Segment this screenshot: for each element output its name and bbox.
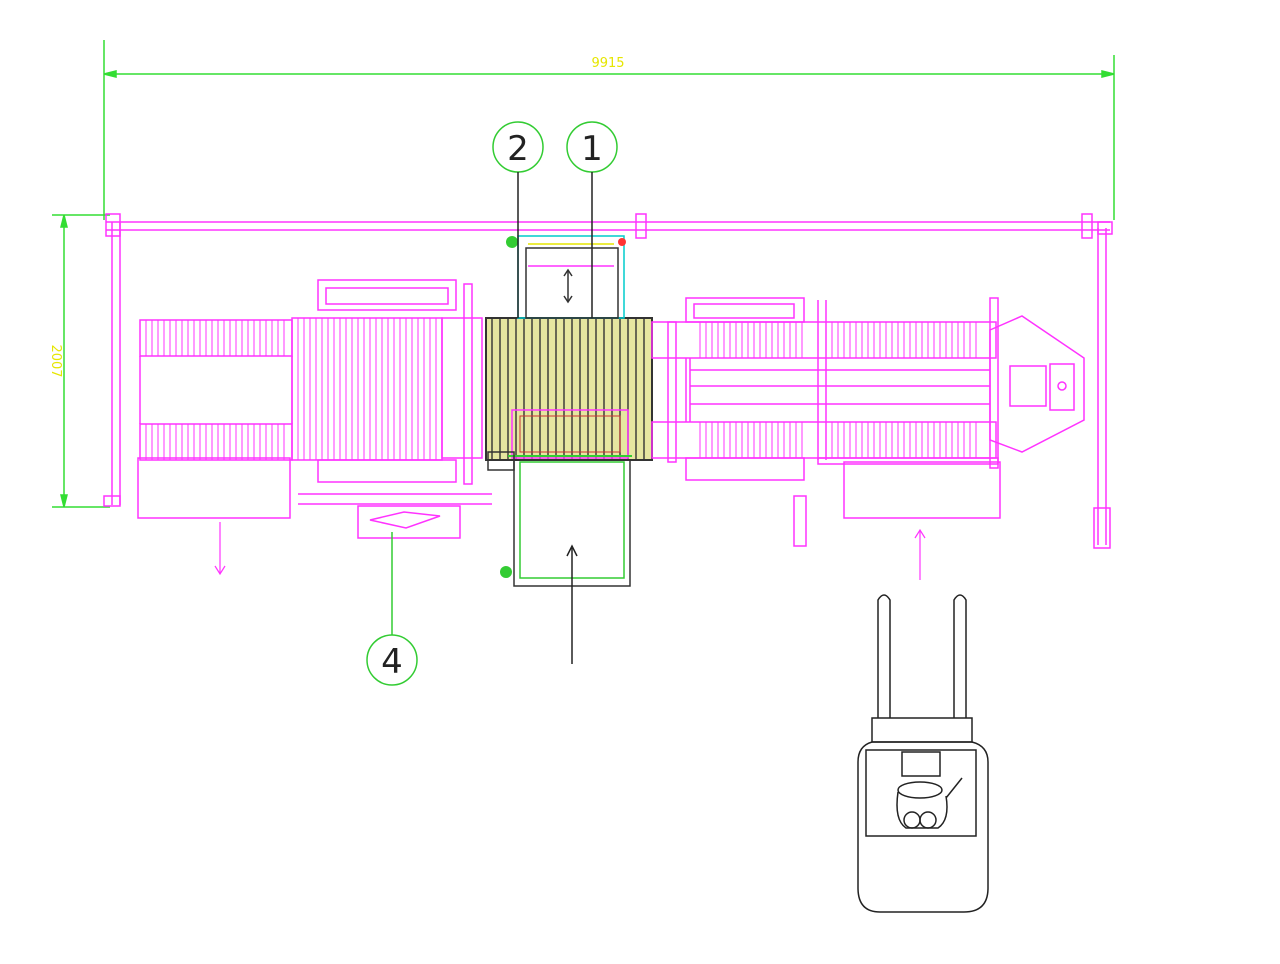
left-conveyor-rollers-top xyxy=(145,320,285,356)
lift-frame-inner xyxy=(519,415,621,453)
lift-frame-outline xyxy=(511,409,629,459)
right-conveyor-frame xyxy=(651,297,1085,519)
callout-4-label: 4 xyxy=(381,642,403,682)
safety-fence xyxy=(103,213,1113,549)
width-dimension xyxy=(52,214,110,508)
right-conveyor-rollers-bottom xyxy=(699,422,977,458)
forklift xyxy=(857,594,989,913)
green-sensor-top xyxy=(506,236,518,248)
callout-1-label: 1 xyxy=(581,129,603,169)
left-transfer-rollers xyxy=(297,318,437,460)
pusher-2 xyxy=(517,235,625,319)
right-conveyor-rollers-top xyxy=(699,322,977,358)
guide-table-4 xyxy=(298,493,492,539)
right-infeed-arrow xyxy=(914,528,926,580)
left-conveyor-rollers-bottom xyxy=(145,424,285,460)
central-rollers xyxy=(491,318,645,460)
callout-2: 2 xyxy=(492,121,544,318)
left-transfer-bed xyxy=(291,279,483,485)
central-roller-table xyxy=(485,317,653,461)
width-dimension-text: 2007 xyxy=(48,344,63,377)
length-dimension xyxy=(103,40,1115,220)
callout-1: 1 xyxy=(566,121,618,318)
left-infeed-conveyor xyxy=(137,319,293,519)
center-infeed-arrow xyxy=(566,544,578,664)
green-sensor-bottom xyxy=(500,566,512,578)
left-outfeed-arrow xyxy=(214,522,226,576)
length-dimension-text: 9915 xyxy=(591,56,624,71)
red-sensor-top xyxy=(618,238,626,246)
callout-4: 4 xyxy=(366,532,418,686)
callout-2-label: 2 xyxy=(507,129,529,169)
